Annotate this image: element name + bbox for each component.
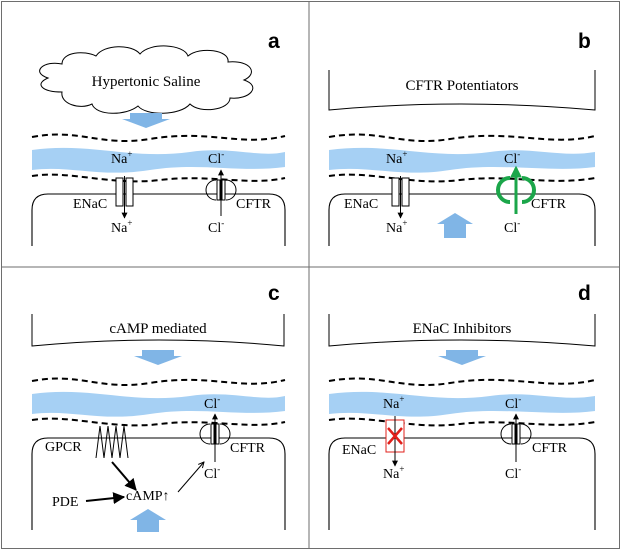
cftr-arc-left [500, 423, 512, 445]
cftr-label: CFTR [230, 441, 266, 456]
panel-d-title: ENaC Inhibitors [413, 321, 512, 337]
pde-label: PDE [52, 495, 78, 510]
down-arrow-icon [122, 113, 170, 128]
enac-label: ENaC [344, 197, 378, 212]
panel-d-letter: d [578, 282, 591, 305]
camp-label: cAMP↑ [126, 489, 170, 504]
cftr-potentiated-arc-left [496, 176, 511, 204]
mucus-top-boundary [31, 133, 286, 143]
panel-a: a Hypertonic Saline Na+ ENaC Na+ Cl- CFT… [31, 30, 286, 246]
gpcr-to-camp-arrow [111, 461, 137, 491]
cftr-label: CFTR [236, 197, 272, 212]
cl-label-bottom: Cl- [504, 218, 520, 236]
gpcr-label: GPCR [45, 440, 82, 455]
panel-d: d ENaC Inhibitors Na+ ENaC Na+ Cl- CFTR … [328, 282, 596, 530]
down-arrow-icon [438, 350, 486, 365]
cftr-pore-left [511, 423, 516, 445]
enac-label: ENaC [73, 197, 107, 212]
na-label-top: Na+ [111, 149, 132, 167]
cl-label-bottom: Cl- [204, 464, 220, 482]
enac-channel-right [401, 177, 410, 207]
cl-label-top: Cl- [505, 394, 521, 412]
mucus-bottom-boundary [328, 417, 596, 427]
saline-cloud-icon [39, 45, 254, 114]
mucus-layer [32, 391, 285, 417]
up-arrow-icon [437, 213, 473, 238]
mucus-layer [329, 147, 595, 173]
enac-channel-right [125, 177, 134, 207]
panel-c-letter: c [268, 282, 280, 305]
mucus-top-boundary [328, 133, 596, 143]
gpcr-receptor-icon [95, 425, 129, 459]
cftr-arc-left [205, 179, 217, 201]
inhibition-x-icon [387, 427, 403, 445]
mucus-top-boundary [328, 377, 596, 387]
up-arrow-icon [130, 509, 166, 532]
mucus-top-boundary [31, 377, 286, 387]
cl-label-top: Cl- [504, 149, 520, 167]
inhibitor-container [328, 314, 596, 347]
camp-to-cftr-arrow [177, 462, 204, 493]
mucus-layer [32, 147, 285, 173]
mucus-bottom-boundary [328, 173, 596, 183]
panel-b-title: CFTR Potentiators [406, 78, 519, 94]
enac-channel-left [391, 177, 400, 207]
cl-label-bottom: Cl- [208, 218, 224, 236]
panel-c: c cAMP mediated GPCR Cl- CFTR Cl- cAMP↑ … [31, 282, 286, 532]
cftr-pore-left [216, 179, 221, 201]
panel-a-letter: a [268, 30, 280, 53]
panel-c-title: cAMP mediated [109, 321, 207, 337]
cl-label-bottom: Cl- [505, 464, 521, 482]
na-label-top: Na+ [383, 394, 404, 412]
cftr-arc-left [199, 423, 211, 445]
cftr-potentiated-arc-right [521, 176, 536, 204]
cftr-arc-right [225, 179, 237, 201]
epithelial-cell [328, 437, 596, 530]
cftr-arc-right [520, 423, 532, 445]
cftr-pore-right [215, 423, 220, 445]
na-label-bottom: Na+ [111, 218, 132, 236]
na-label-top: Na+ [386, 149, 407, 167]
na-label-bottom: Na+ [383, 464, 404, 482]
cftr-pore-left [210, 423, 215, 445]
enac-channel-left [115, 177, 124, 207]
mucus-layer [329, 391, 595, 417]
cftr-label: CFTR [531, 197, 567, 212]
cftr-label: CFTR [532, 441, 568, 456]
cftr-pore-right [516, 423, 521, 445]
cl-label-top: Cl- [208, 149, 224, 167]
epithelial-cell [31, 193, 286, 246]
panel-b-letter: b [578, 30, 591, 53]
panel-a-title: Hypertonic Saline [92, 74, 201, 90]
pde-to-camp-arrow [85, 492, 126, 505]
mucus-bottom-boundary [31, 173, 286, 183]
potentiator-container [328, 70, 596, 111]
epithelial-cell [31, 437, 286, 530]
cftr-pore-right [221, 179, 226, 201]
mucus-bottom-boundary [31, 417, 286, 427]
cl-label-top: Cl- [204, 394, 220, 412]
enac-label: ENaC [342, 443, 376, 458]
down-arrow-icon [134, 350, 182, 365]
camp-container [31, 314, 285, 347]
cftr-arc-right [219, 423, 231, 445]
panel-b: b CFTR Potentiators Na+ ENaC Na+ Cl- CFT… [328, 30, 596, 246]
epithelial-cell [328, 193, 596, 246]
na-label-bottom: Na+ [386, 218, 407, 236]
